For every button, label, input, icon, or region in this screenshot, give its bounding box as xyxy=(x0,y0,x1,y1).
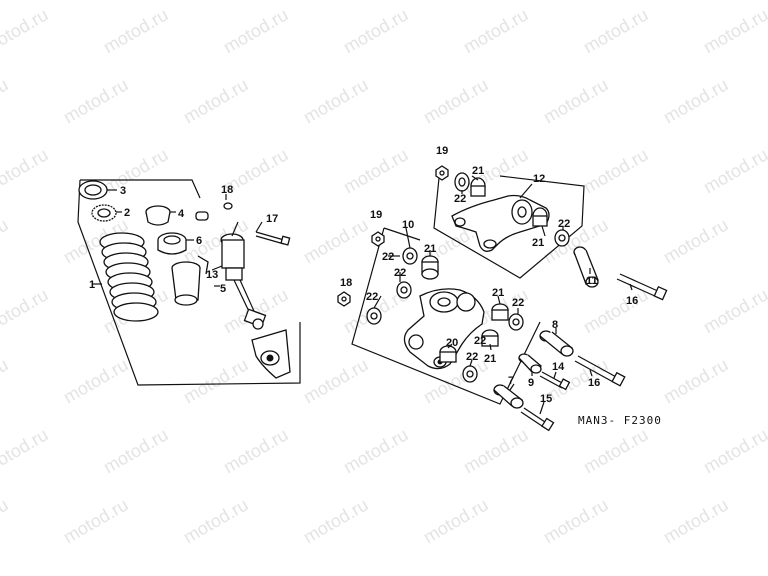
callout-22-b: 22 xyxy=(394,267,406,279)
bolt-16-upper xyxy=(616,273,668,301)
callout-4: 4 xyxy=(178,208,185,220)
collar-7 xyxy=(493,384,524,409)
callout-21-upper-right: 21 xyxy=(532,237,544,249)
bolt-16-lower xyxy=(574,355,626,387)
callout-10: 10 xyxy=(402,219,414,231)
callout-19-lower: 19 xyxy=(370,209,382,221)
reference-code: MAN3- F2300 xyxy=(578,414,662,427)
callout-14: 14 xyxy=(552,361,565,373)
callout-13: 13 xyxy=(206,269,218,281)
callout-8: 8 xyxy=(552,319,558,331)
group-boundary-rod xyxy=(351,227,541,405)
bushing-20 xyxy=(439,345,457,363)
callout-22-c: 22 xyxy=(366,291,378,303)
collar-11 xyxy=(573,246,599,288)
callout-21-a: 21 xyxy=(424,243,436,255)
callout-15: 15 xyxy=(540,393,552,405)
arm-12-group xyxy=(433,165,585,279)
nut-18-right xyxy=(337,291,351,307)
callout-18-left: 18 xyxy=(221,184,233,196)
group-boundary-top xyxy=(80,179,201,199)
bolt-18-left xyxy=(223,194,233,210)
nut-19-lower xyxy=(371,231,385,247)
callout-17: 17 xyxy=(266,213,278,225)
bolt-14 xyxy=(539,371,571,391)
group-boundary-side xyxy=(77,179,301,386)
callout-21-upper-left: 21 xyxy=(472,165,484,177)
seal-22-c xyxy=(366,307,382,325)
callout-6: 6 xyxy=(196,235,202,247)
nut-19-upper xyxy=(435,165,449,181)
stopper-4 xyxy=(145,205,171,226)
callout-16-lower: 16 xyxy=(588,377,600,389)
group-boundary-arm xyxy=(433,167,585,279)
callout-16-upper: 16 xyxy=(626,295,638,307)
seal-22-upper-right xyxy=(554,229,570,247)
bushing-21-upper-right xyxy=(532,207,548,227)
callout-22-upper-left: 22 xyxy=(454,193,466,205)
seal-22-b xyxy=(396,281,412,299)
seal-22-d xyxy=(508,313,524,331)
callout-2: 2 xyxy=(124,207,130,219)
lock-nut-2 xyxy=(91,204,117,222)
callout-12: 12 xyxy=(533,173,545,185)
callout-labels: 3 2 1 4 6 5 13 18 17 19 21 22 12 22 21 1… xyxy=(89,145,662,427)
callout-21-b: 21 xyxy=(492,287,504,299)
callout-19-upper: 19 xyxy=(436,145,448,157)
bushing-21-a xyxy=(421,255,439,280)
spring-seat-3 xyxy=(78,180,108,200)
bolt-17 xyxy=(255,231,291,246)
spring-1 xyxy=(99,232,159,322)
callout-22-e: 22 xyxy=(466,351,478,363)
bushing-21-b xyxy=(491,303,509,321)
callout-7: 7 xyxy=(508,375,514,387)
callout-11: 11 xyxy=(586,275,598,287)
callout-9: 9 xyxy=(528,377,534,389)
callout-5: 5 xyxy=(220,283,226,295)
seal-22-e xyxy=(462,365,478,383)
callout-18-right: 18 xyxy=(340,277,352,289)
callout-22-d: 22 xyxy=(512,297,524,309)
collar xyxy=(195,211,209,221)
shock-body xyxy=(220,233,291,379)
callout-1: 1 xyxy=(89,279,95,291)
shock-absorber-group xyxy=(77,179,301,386)
callout-22-a: 22 xyxy=(382,251,394,263)
arm-12 xyxy=(451,194,550,252)
callout-21-c: 21 xyxy=(484,353,496,365)
collar-8 xyxy=(539,330,574,357)
dust-cover-5 xyxy=(171,255,209,306)
bushing-6 xyxy=(157,232,187,255)
seal-22-upper-left xyxy=(454,172,470,192)
callout-22-upper-right: 22 xyxy=(558,218,570,230)
callout-20: 20 xyxy=(446,337,458,349)
seal-22-a xyxy=(402,247,418,265)
callout-22-f: 22 xyxy=(474,335,486,347)
bolt-15 xyxy=(520,407,555,432)
collar-9 xyxy=(518,353,543,374)
callout-3: 3 xyxy=(120,185,126,197)
bushing-21-upper-left xyxy=(470,177,486,197)
rod-10-group xyxy=(337,227,541,405)
